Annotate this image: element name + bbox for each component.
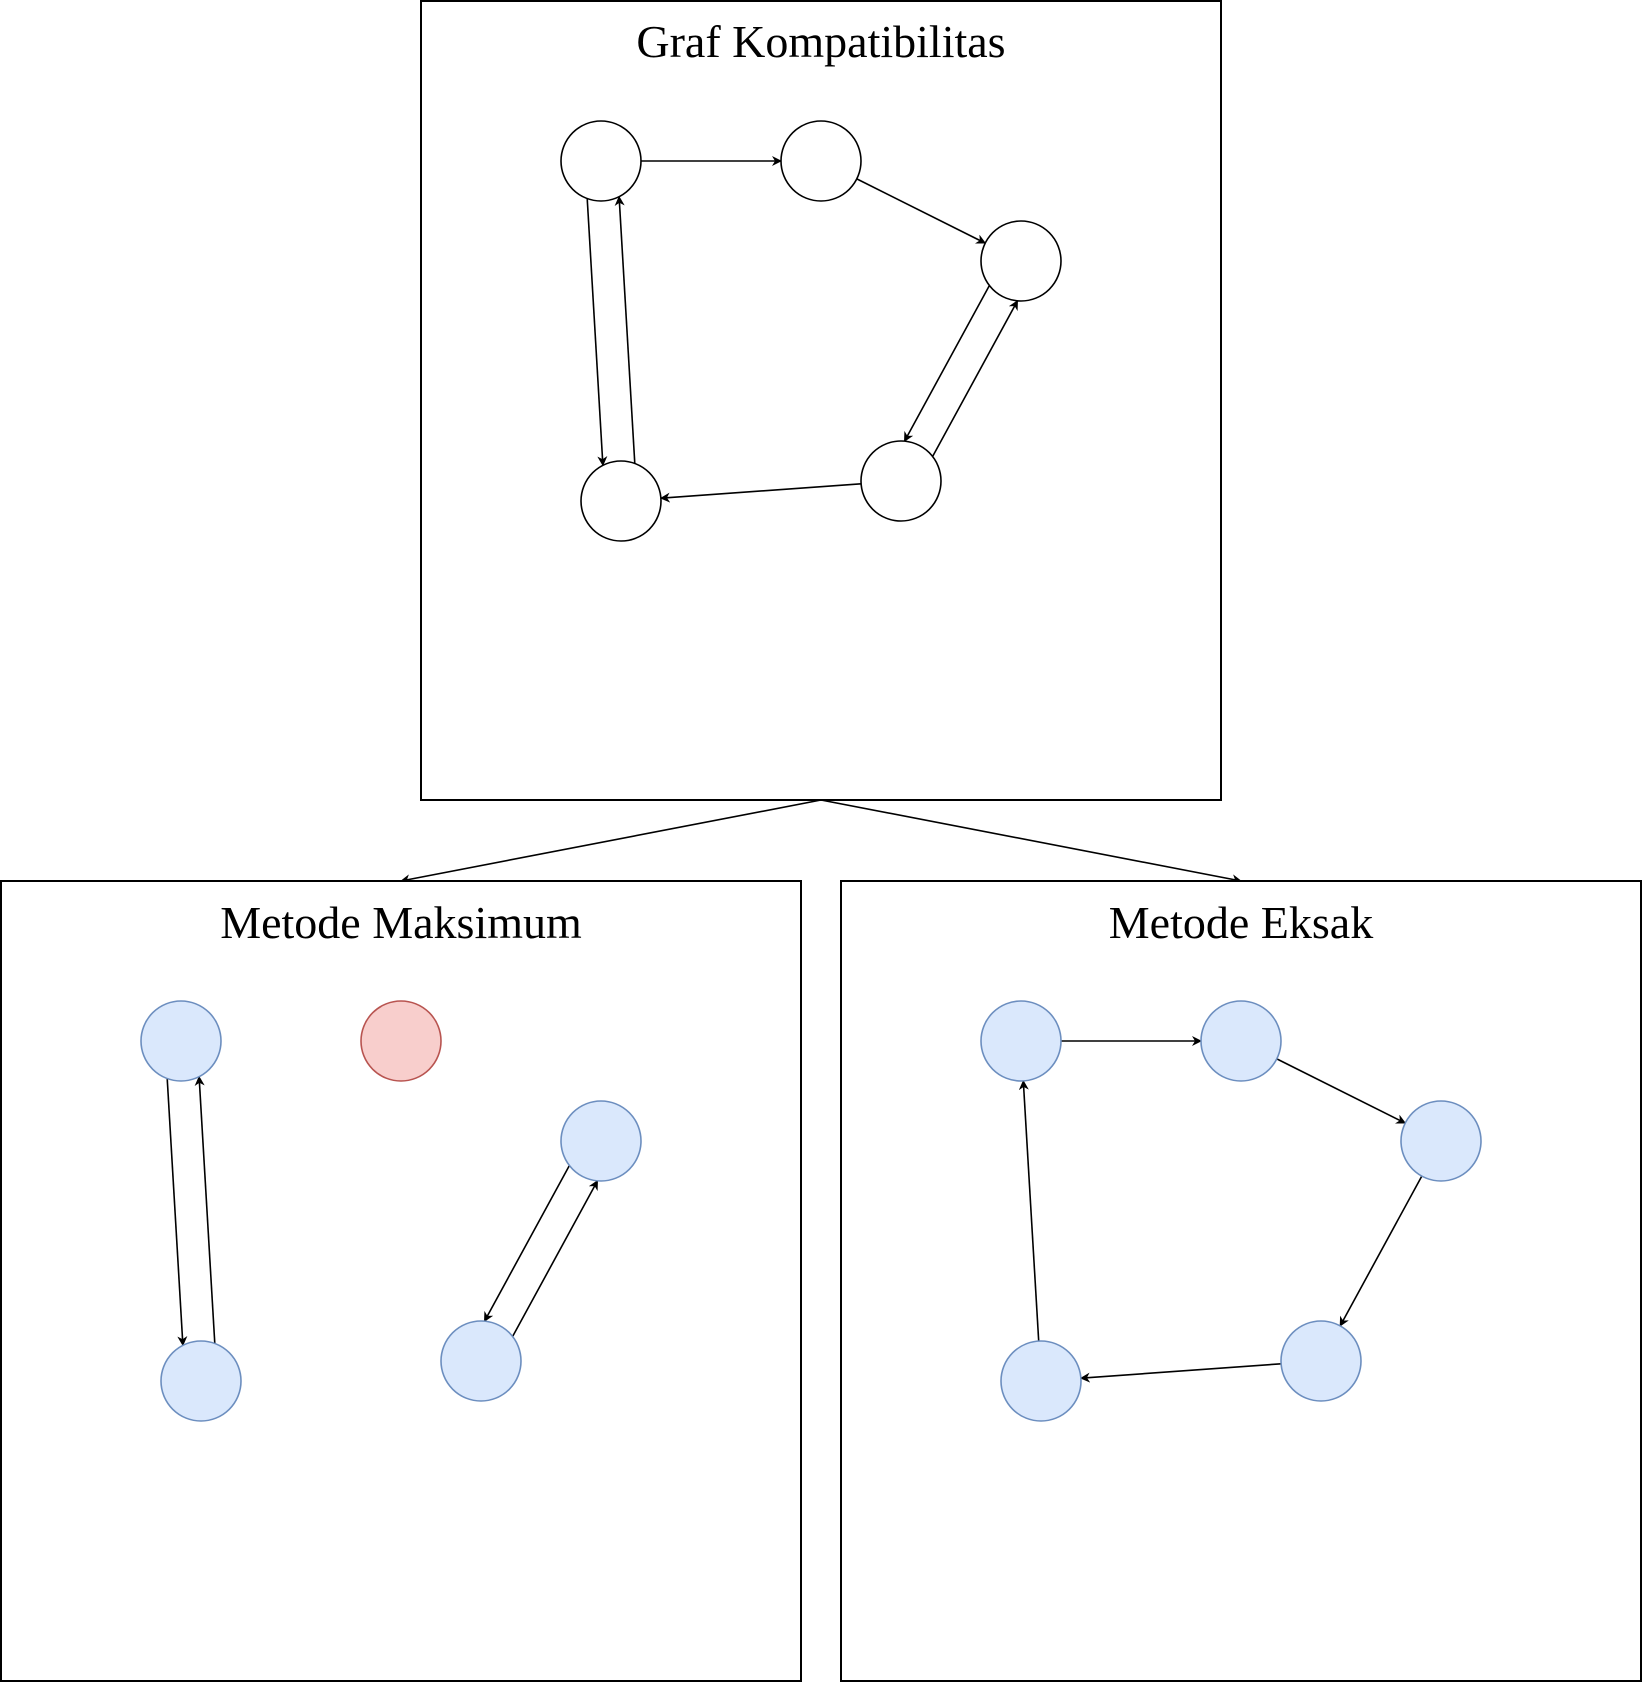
maximum-method-panel: Metode Maksimum [0, 880, 802, 1682]
node-n2-matched [1200, 1000, 1282, 1082]
node-n3-matched [560, 1100, 642, 1182]
node-n5-matched [1000, 1340, 1082, 1422]
node-n3-plain [980, 220, 1062, 302]
flow-arrows [400, 799, 1242, 885]
edge-n1-to-n5 [586, 198, 608, 467]
edge-n5-to-n1 [194, 1075, 216, 1344]
nodes [140, 1000, 642, 1422]
edge-n4-to-n3 [511, 1179, 599, 1337]
edge-n4-to-n5 [1079, 1363, 1282, 1383]
edge-n3-to-n4 [1339, 1175, 1423, 1327]
node-n5-plain [580, 460, 662, 542]
edge-n3-to-n4 [483, 1165, 571, 1323]
node-n1-matched [140, 1000, 222, 1082]
edge-n5-to-n1 [614, 195, 636, 464]
panel-title: Metode Maksimum [220, 897, 582, 948]
edge-n4-to-n5 [659, 483, 862, 503]
panel-title: Metode Eksak [1109, 897, 1373, 948]
exact-method-panel: Metode Eksak [840, 880, 1642, 1682]
node-n2-plain [780, 120, 862, 202]
nodes [980, 1000, 1482, 1422]
node-n4-matched [440, 1320, 522, 1402]
node-n1-matched [980, 1000, 1062, 1082]
compatibility-graph-panel: Graf Kompatibilitas [420, 0, 1222, 801]
panel-title: Graf Kompatibilitas [636, 16, 1005, 67]
edges [166, 1075, 599, 1347]
edge-n5-to-n1 [1018, 1079, 1040, 1342]
node-n4-matched [1280, 1320, 1362, 1402]
edge-n3-to-n4 [903, 285, 991, 443]
edge-n1-to-n5 [166, 1078, 188, 1347]
edges [586, 156, 1019, 503]
edge-n2-to-n3 [1276, 1058, 1407, 1124]
nodes [560, 120, 1062, 542]
flow-arrow-compatibility-to-exact [820, 799, 1242, 885]
node-n5-matched [160, 1340, 242, 1422]
edges [1018, 1036, 1423, 1383]
node-n1-plain [560, 120, 642, 202]
node-n4-plain [860, 440, 942, 522]
edge-n4-to-n3 [931, 299, 1019, 457]
flow-arrow-compatibility-to-maximum [400, 799, 822, 885]
node-n2-unmatched [360, 1000, 442, 1082]
edge-n2-to-n3 [856, 178, 987, 244]
node-n3-matched [1400, 1100, 1482, 1182]
